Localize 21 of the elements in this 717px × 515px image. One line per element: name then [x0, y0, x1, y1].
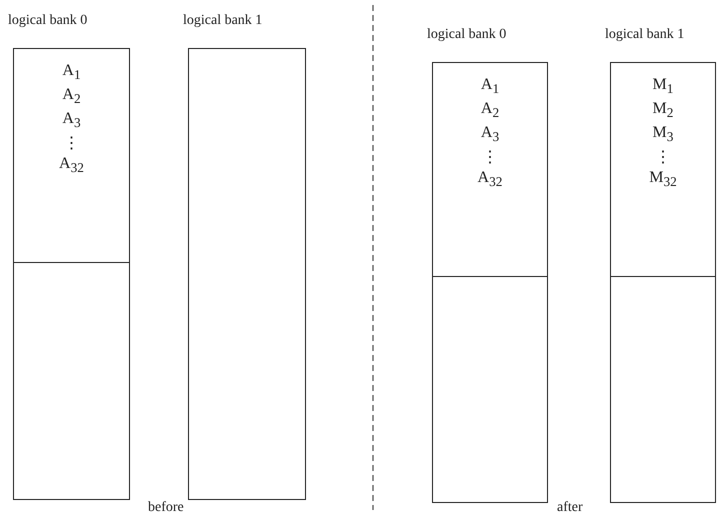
data-entry: M$_{1}$ [652, 75, 674, 98]
data-entry: M$_{3}$ [652, 123, 674, 147]
data-entry: A$_{32}$ [478, 168, 502, 191]
data-entry: A$_{32}$ [59, 154, 84, 177]
data-entry: ⋮ [64, 134, 80, 154]
data-entry: ⋮ [482, 148, 498, 168]
data-entry: M$_{32}$ [649, 168, 677, 191]
data-entry: A$_{3}$ [480, 123, 500, 147]
caption-text: after [557, 500, 583, 515]
data-entry: ⋮ [655, 148, 671, 168]
data-entry: A$_{1}$ [62, 61, 81, 84]
data-entry: A$_{3}$ [62, 109, 81, 133]
data-entry: M$_{2}$ [652, 99, 674, 122]
data-entry: A$_{1}$ [480, 75, 500, 98]
bank-heading: logical bank 1 [605, 27, 684, 43]
data-entry: A$_{2}$ [62, 85, 81, 108]
caption-text: before [148, 500, 184, 515]
bank-heading: logical bank 1 [183, 13, 262, 29]
bank-heading: logical bank 0 [427, 27, 506, 43]
bank-heading: logical bank 0 [8, 13, 88, 29]
data-entry: A$_{2}$ [480, 99, 500, 122]
